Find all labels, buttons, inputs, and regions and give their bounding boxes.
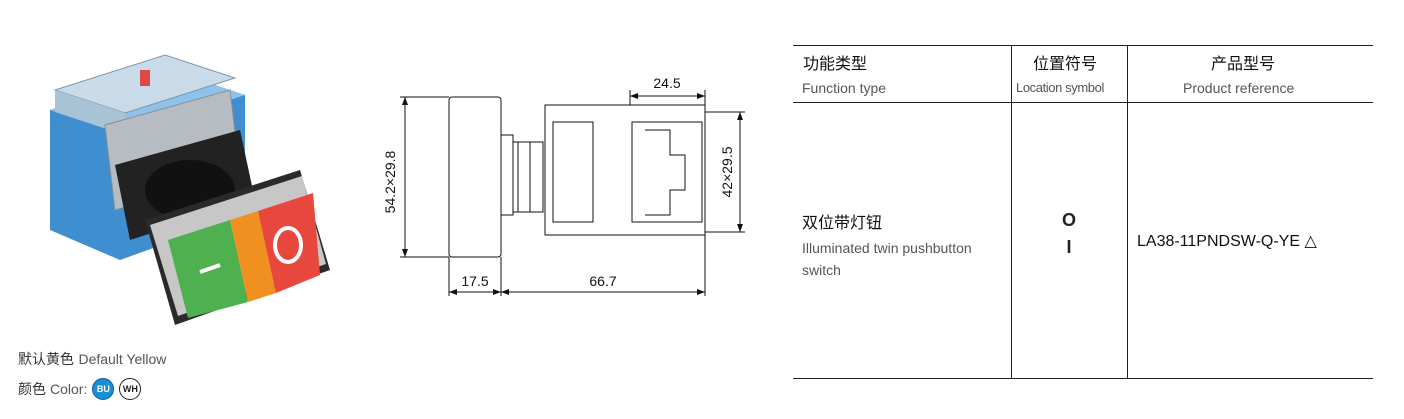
function-en: Illuminated twin pushbutton switch: [802, 240, 972, 278]
swatch-white: WH: [119, 378, 142, 400]
header-divider: [793, 102, 1373, 103]
header-function-zh: 功能类型: [803, 54, 868, 73]
body-outline: [544, 104, 706, 236]
depth-front-dimension: 17.5: [461, 273, 488, 289]
swatch-blue: BU: [92, 378, 115, 400]
color-label-zh: 颜色: [18, 382, 46, 398]
function-zh: 双位带灯钮: [802, 213, 883, 232]
header-location-en: Location symbol: [1016, 80, 1104, 95]
location-symbol-cell: O I: [1011, 210, 1127, 258]
product-photo: [50, 54, 330, 325]
column-divider: [1127, 46, 1128, 378]
symbol-off: O: [1061, 210, 1076, 230]
function-cell: 双位带灯钮 Illuminated twin pushbutton switch: [802, 209, 1007, 281]
front-dimension: 54.2×29.8: [382, 150, 398, 213]
header-reference-zh: 产品型号: [1211, 54, 1276, 73]
dimension-drawing: 54.2×29.8 17.5 66.7 24.5 42×29.5: [382, 75, 745, 296]
front-cap-outline: [448, 96, 502, 258]
default-color-caption: 默认黄色 Default Yellow: [18, 349, 166, 369]
top-width-dimension: 24.5: [653, 75, 680, 91]
amber-lamp: [230, 211, 276, 302]
header-location-zh: 位置符号: [1033, 54, 1098, 73]
body-length-dimension: 66.7: [589, 273, 616, 289]
red-button: [258, 193, 320, 293]
column-divider: [1011, 46, 1012, 378]
header-function-en: Function type: [802, 80, 887, 96]
color-label-en: Color:: [50, 381, 88, 397]
header-reference-en: Product reference: [1183, 80, 1295, 96]
default-color-zh: 默认黄色: [18, 352, 74, 368]
symbol-on: I: [1066, 237, 1072, 257]
spec-table: 功能类型 Function type 位置符号 Location symbol …: [793, 45, 1373, 379]
default-color-en: Default Yellow: [78, 351, 167, 367]
color-options: 颜色 Color: BU WH: [18, 378, 142, 400]
product-reference: LA38-11PNDSW-Q-YE △: [1137, 233, 1317, 250]
side-dimension: 42×29.5: [719, 146, 735, 197]
